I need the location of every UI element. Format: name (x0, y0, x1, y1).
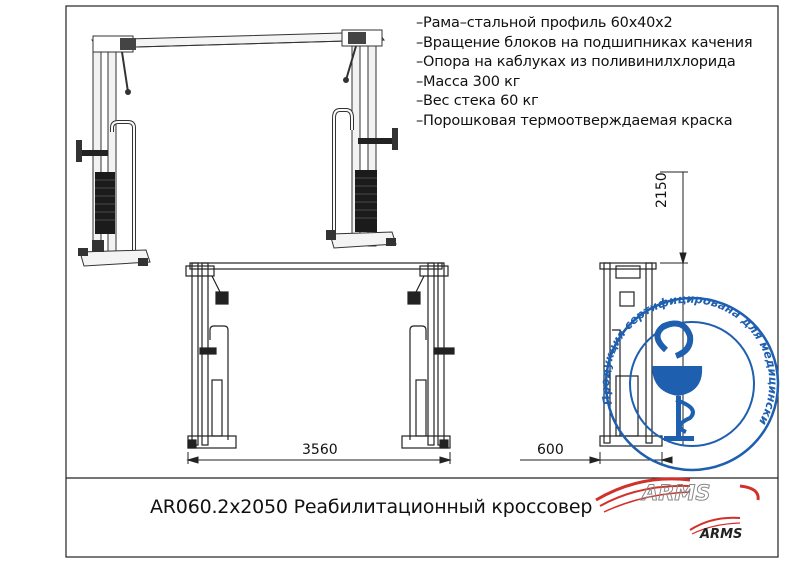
spec-list: –Рама–стальной профиль 60х40х2 –Вращение… (416, 14, 753, 132)
depth-dimension-line (520, 452, 673, 464)
arms-logo-large: ARMS (595, 477, 760, 513)
depth-dimension-label: 600 (537, 442, 564, 458)
width-dimension-line (186, 452, 452, 464)
spec-item: –Вращение блоков на подшипниках качения (416, 34, 753, 51)
width-dimension-label: 3560 (302, 442, 338, 458)
spec-item: –Масса 300 кг (416, 73, 521, 90)
sheet-border (65, 5, 779, 558)
product-title: AR060.2х2050 Реабилитационный кроссовер (150, 496, 593, 518)
front-view-drawing (185, 262, 455, 449)
spec-item: –Рама–стальной профиль 60х40х2 (416, 15, 673, 31)
arms-logo-large-text: ARMS (640, 481, 710, 505)
crossover-3d-render (76, 29, 398, 267)
height-dimension-line (660, 171, 688, 446)
height-dimension-label: 2150 (654, 172, 670, 208)
arms-logo-small: ARMS (689, 516, 742, 542)
spec-item: –Опора на каблуках из поливинилхлорида (416, 54, 736, 71)
spec-item: –Вес стека 60 кг (416, 93, 539, 110)
spec-item: –Порошковая термоотверждаемая краска (416, 112, 733, 129)
arms-logo-small-text: ARMS (699, 527, 742, 542)
